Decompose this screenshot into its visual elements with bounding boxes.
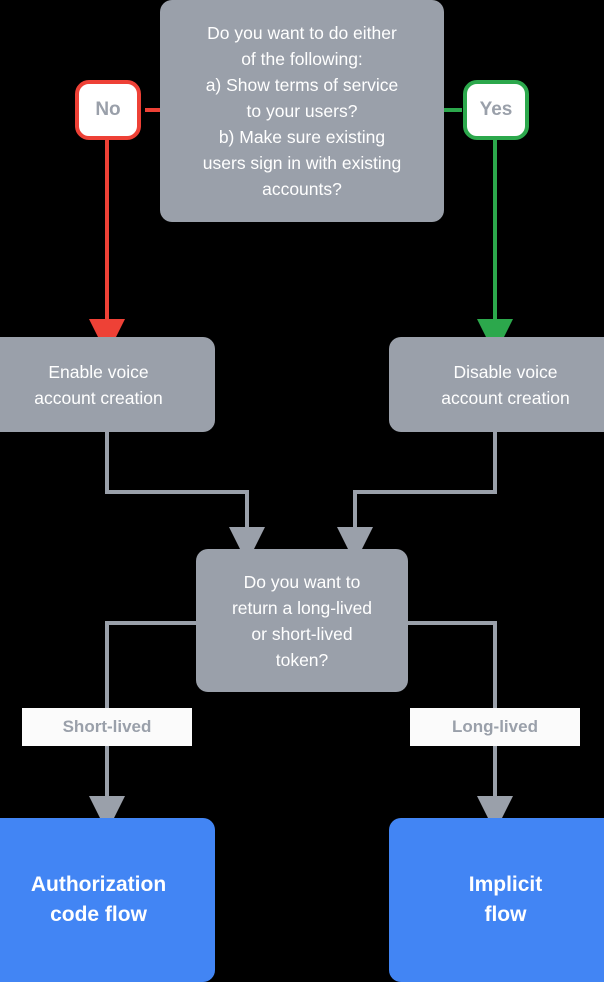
decision-box-terms-and-existing-users: Do you want to do either of the followin… — [160, 0, 444, 222]
disable-box-line-1: Disable voice — [453, 361, 558, 382]
question-top-line-1: Do you want to do either — [207, 23, 397, 43]
question-top-line-3: a) Show terms of service — [205, 75, 399, 95]
question-top-line-4: to your users? — [246, 101, 358, 121]
enable-box-line-2: account creation — [34, 387, 163, 408]
edge-label-short-lived: Short-lived — [22, 708, 192, 746]
result-implicit-line-1: Implicit — [468, 873, 543, 896]
badge-no[interactable]: No — [75, 80, 141, 140]
badge-yes[interactable]: Yes — [463, 80, 529, 140]
edge-label-short-lived-text: Short-lived — [62, 717, 152, 736]
enable-box-line-1: Enable voice — [48, 361, 149, 382]
result-box-implicit-flow: Implicit flow — [389, 818, 604, 982]
decision-box-token-lifetime: Do you want to return a long-lived or sh… — [196, 549, 408, 692]
question-token-line-4: token? — [275, 649, 329, 670]
edge-disable-to-token-question — [337, 432, 497, 563]
question-top-line-5: b) Make sure existing — [218, 127, 386, 147]
edge-label-long-lived: Long-lived — [410, 708, 580, 746]
result-implicit-line-2: flow — [484, 903, 527, 926]
result-box-authorization-code-flow: Authorization code flow — [0, 818, 215, 982]
question-top-line-2: of the following: — [241, 49, 363, 69]
process-box-enable-voice-account-creation: Enable voice account creation — [0, 337, 215, 432]
question-token-line-3: or short-lived — [251, 623, 353, 644]
question-top-line-6: users sign in with existing — [202, 153, 402, 173]
question-top-line-7: accounts? — [262, 179, 342, 199]
edge-label-long-lived-text: Long-lived — [452, 717, 538, 736]
question-token-line-1: Do you want to — [243, 571, 361, 592]
disable-box-line-2: account creation — [441, 387, 570, 408]
question-token-line-2: return a long-lived — [231, 597, 373, 618]
edge-enable-to-token-question — [105, 432, 265, 563]
badge-yes-label: Yes — [479, 99, 513, 120]
process-box-disable-voice-account-creation: Disable voice account creation — [389, 337, 604, 432]
badge-no-label: No — [95, 99, 121, 120]
result-auth-line-2: code flow — [50, 903, 147, 926]
result-auth-line-1: Authorization — [30, 873, 167, 896]
